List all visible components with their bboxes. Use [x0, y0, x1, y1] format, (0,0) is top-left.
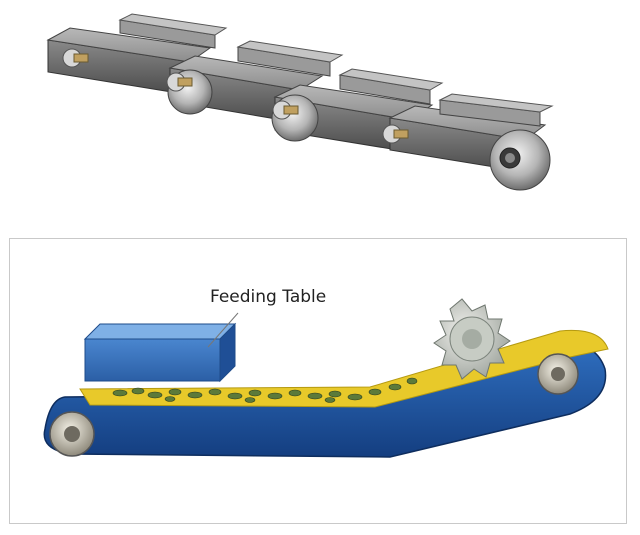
pin-bolt: [62, 48, 89, 68]
belt-top-surface: [79, 329, 609, 408]
feeding-table-label: Feeding Table: [210, 287, 327, 307]
callout-leader-line: [207, 312, 239, 348]
left-pulley: [49, 411, 95, 457]
material-on-belt: [112, 377, 418, 403]
chain-links: [46, 13, 554, 173]
attachment-chain-illustration: [46, 13, 554, 191]
right-pulley: [537, 353, 579, 395]
pin-bolt: [166, 72, 193, 92]
pin-bolt: [272, 100, 299, 120]
feeding-table: [83, 322, 237, 383]
chain-pins: [62, 48, 409, 144]
roller-pin-hole: [505, 153, 515, 163]
conveyor-graphic: [43, 298, 609, 458]
pin-bolt: [382, 124, 409, 144]
crushing-drum: [433, 298, 511, 380]
conveyor-illustration: Feeding Table: [9, 238, 627, 524]
